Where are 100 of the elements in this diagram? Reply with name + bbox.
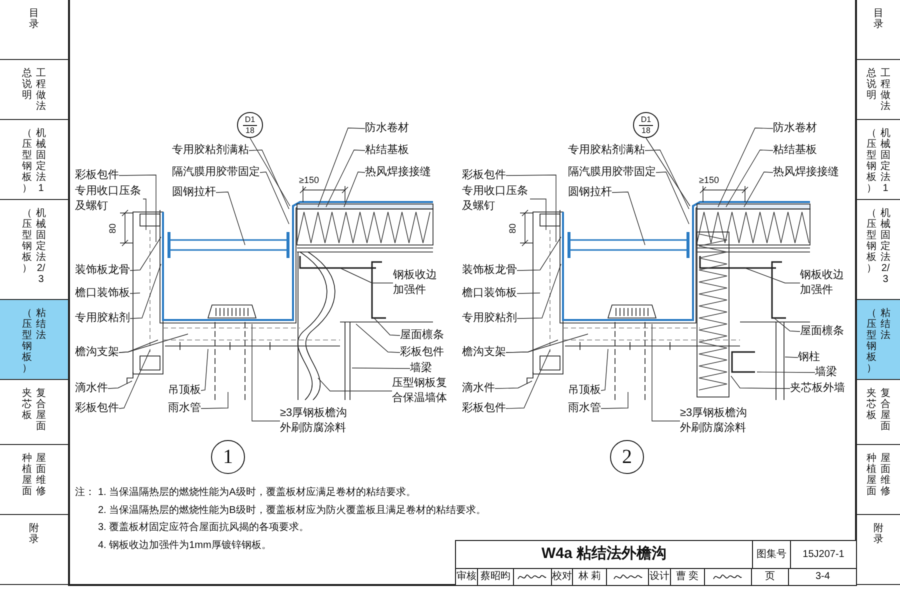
- leader-line: [600, 348, 608, 391]
- leader-line: [644, 150, 690, 210]
- callout-label: 滴水件: [462, 381, 495, 396]
- leader-line: [494, 380, 532, 389]
- callout-label: 专用胶粘剂满粘: [568, 143, 645, 158]
- field-value: 蔡昭昀: [478, 569, 514, 585]
- callout-label: 檐沟支架: [462, 345, 506, 360]
- note-text: 4. 钢板收边加强件为1mm厚镀锌钢板。: [98, 538, 272, 552]
- tab-subtitle: 总说明: [22, 68, 32, 101]
- detail-ref-number: D1: [638, 114, 654, 126]
- callout-label: ≥3厚钢板檐沟外刷防腐涂料: [680, 406, 752, 436]
- leader-line: [130, 292, 140, 294]
- callout-label: 滴水件: [75, 381, 108, 396]
- leader-line: [730, 376, 790, 389]
- callout-label: 雨水管: [168, 401, 201, 416]
- tab-title: 粘结法: [880, 308, 890, 341]
- callout-label: 粘结基板: [365, 143, 409, 158]
- leader-line: [774, 318, 800, 332]
- callout-label: 彩板包件: [400, 345, 444, 360]
- tab-title: 目录: [29, 8, 39, 30]
- callout-label: 檐口装饰板: [462, 286, 517, 301]
- callout-label: 雨水管: [568, 401, 601, 416]
- tab-title: 机械固定法1: [36, 128, 46, 194]
- callout-label: ≥3厚钢板檐沟外刷防腐涂料: [280, 406, 352, 436]
- leader-line: [646, 138, 690, 206]
- leader-line: [216, 192, 246, 246]
- field-value: 15J207-1: [802, 548, 846, 562]
- callout-label: 彩板包件: [462, 168, 506, 183]
- callout-label: 圆钢拉杆: [172, 185, 216, 200]
- leader-line: [340, 268, 394, 284]
- leader-line: [530, 198, 546, 230]
- leader-line: [200, 348, 208, 391]
- notes-heading: 注：: [75, 486, 95, 500]
- leader-line: [252, 324, 280, 422]
- note-text: 3. 覆盖板材固定应符合屋面抗风揭的各项要求。: [98, 521, 310, 535]
- leader-line: [248, 150, 290, 210]
- leader-line: [326, 150, 366, 208]
- tab-subtitle: （压型钢板）: [22, 308, 32, 374]
- tab-subtitle: （压型钢板）: [866, 128, 876, 194]
- callout-label: 彩板包件: [462, 401, 506, 416]
- leader-line: [612, 192, 646, 246]
- callout-label: 专用胶粘剂满粘: [172, 143, 249, 158]
- callout-label: 热风焊接接缝: [365, 165, 431, 180]
- leader-line: [516, 264, 562, 319]
- dimension-text: 80: [108, 224, 118, 234]
- leader-line: [652, 324, 680, 422]
- tab-subtitle: 夹芯板: [22, 388, 32, 421]
- leader-line: [506, 350, 550, 409]
- leader-line: [118, 350, 150, 409]
- leader-line: [260, 172, 290, 224]
- field-label: 页: [752, 569, 790, 585]
- leader-line: [344, 172, 366, 208]
- tab-title: 机械固定法1: [880, 128, 890, 194]
- callout-label: 粘结基板: [773, 143, 817, 158]
- field-label: 图集号: [753, 541, 791, 568]
- tab-title: 复合屋面: [36, 388, 46, 432]
- sheet-number: 18: [642, 126, 650, 136]
- leader-line: [718, 128, 774, 208]
- leader-line: [600, 392, 628, 409]
- leader-line: [130, 264, 162, 319]
- callout-label: 彩板包件: [75, 401, 119, 416]
- leader-line: [200, 392, 228, 409]
- leader-line: [516, 292, 540, 294]
- callout-label: 吊顶板: [568, 383, 601, 398]
- leader-line: [744, 172, 774, 208]
- callout-label: 檐沟支架: [75, 345, 119, 360]
- leader-line: [726, 150, 774, 208]
- field-value: 曹 奕: [670, 569, 705, 585]
- field-label: 设计: [649, 569, 671, 585]
- leader-line: [756, 372, 816, 373]
- callout-label: 檐口装饰板: [75, 286, 130, 301]
- leader-line: [118, 334, 188, 353]
- tab-subtitle: 夹芯板: [866, 388, 876, 421]
- tab-title: 屋面维修: [880, 453, 890, 497]
- field-label: 校对: [552, 569, 574, 585]
- callout-label: 压型钢板复合保温墙体: [392, 376, 449, 406]
- note-text: 2. 当保温隔热层的燃烧性能为B级时，覆盖板材应为防火覆盖板且满足卷材的粘结要求。: [98, 504, 486, 518]
- callout-label: 屋面檩条: [400, 328, 444, 343]
- leader-line: [108, 380, 132, 389]
- callout-label: 专用胶粘剂: [462, 311, 517, 326]
- field-value: 林 莉: [573, 569, 608, 585]
- tab-title: 附录: [29, 523, 39, 545]
- leader-line: [516, 236, 562, 271]
- sheet-number: 18: [246, 126, 254, 136]
- leader-line: [656, 172, 690, 224]
- tab-title: 机械固定法2/3: [36, 208, 46, 285]
- tab-title: 附录: [874, 523, 884, 545]
- dimension-text: ≥150: [299, 176, 319, 185]
- callout-label: 吊顶板: [168, 383, 201, 398]
- dimension-text: ≥150: [699, 176, 719, 185]
- tab-subtitle: 种植屋面: [866, 453, 876, 497]
- tab-subtitle: （压型钢板）: [866, 308, 876, 374]
- callout-label: 防水卷材: [365, 121, 409, 136]
- callout-label: 专用收口压条及螺钉: [75, 184, 143, 214]
- callout-label: 墙梁: [815, 365, 837, 380]
- callout-label: 圆钢拉杆: [568, 185, 612, 200]
- note-text: 1. 当保温隔热层的燃烧性能为A级时，覆盖板材应满足卷材的粘结要求。: [98, 486, 416, 500]
- callout-label: 装饰板龙骨: [75, 263, 130, 278]
- leader-line: [250, 138, 290, 206]
- callout-label: 钢板收边加强件: [800, 268, 846, 298]
